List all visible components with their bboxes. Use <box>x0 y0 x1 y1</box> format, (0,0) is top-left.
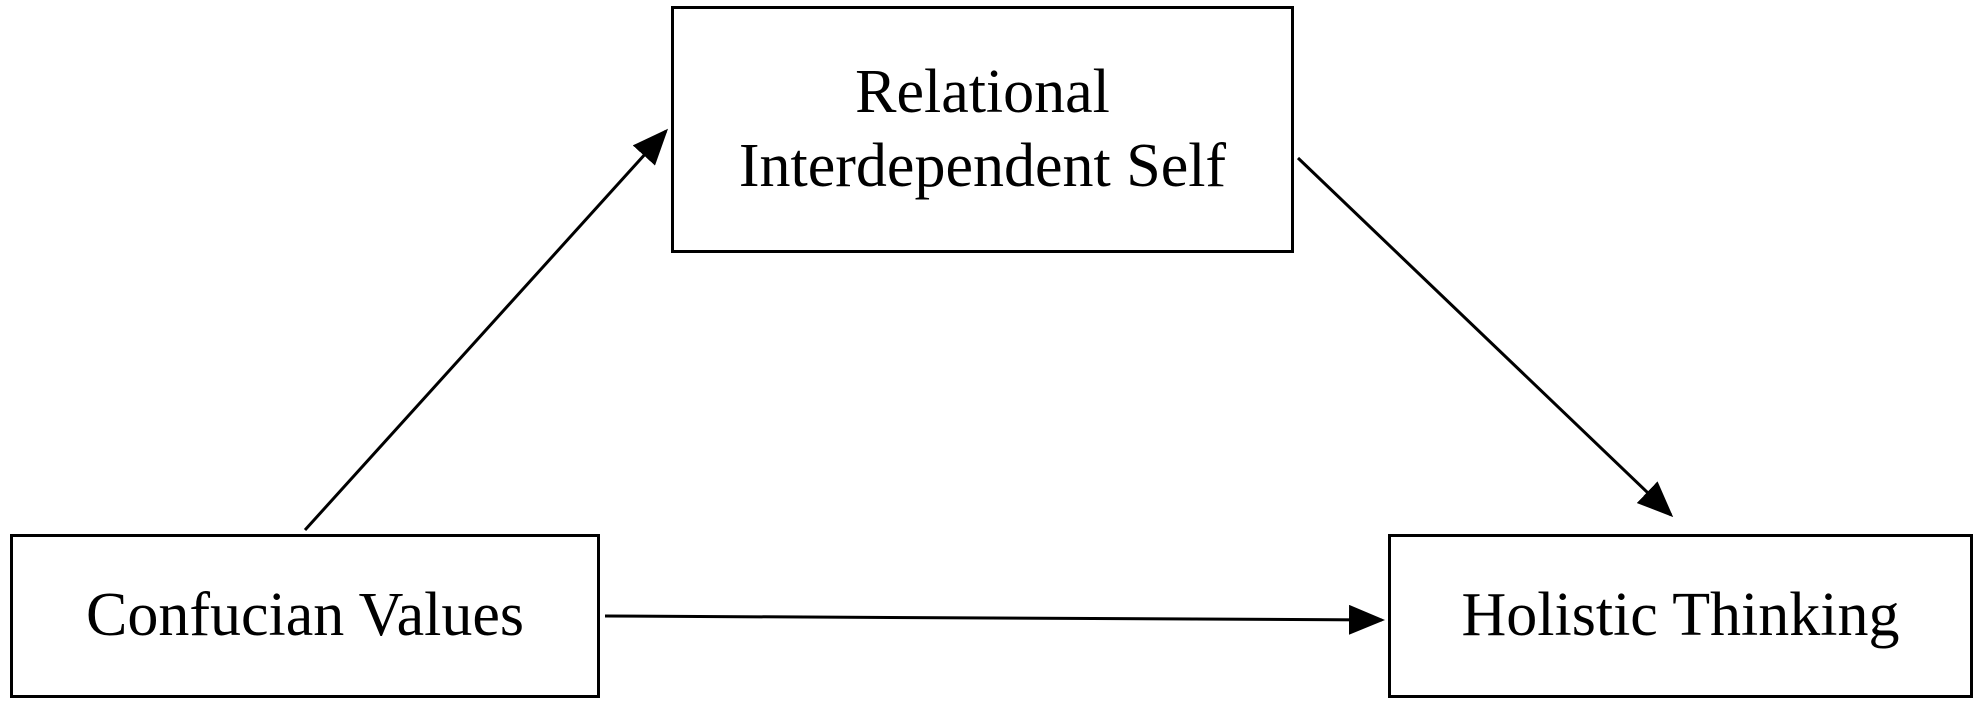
mediator-box: Relational Interdependent Self <box>671 6 1294 253</box>
arrow-predictor-to-mediator <box>303 128 669 532</box>
mediator-label-line2: Interdependent Self <box>738 131 1227 200</box>
predictor-box: Confucian Values <box>10 534 600 698</box>
outcome-box: Holistic Thinking <box>1388 534 1973 698</box>
mediator-label-line1: Relational <box>855 58 1110 127</box>
outcome-label: Holistic Thinking <box>1461 581 1900 650</box>
arrow-predictor-to-outcome <box>604 604 1385 635</box>
arrow-mediator-to-outcome <box>1296 156 1674 518</box>
predictor-label: Confucian Values <box>86 581 524 650</box>
